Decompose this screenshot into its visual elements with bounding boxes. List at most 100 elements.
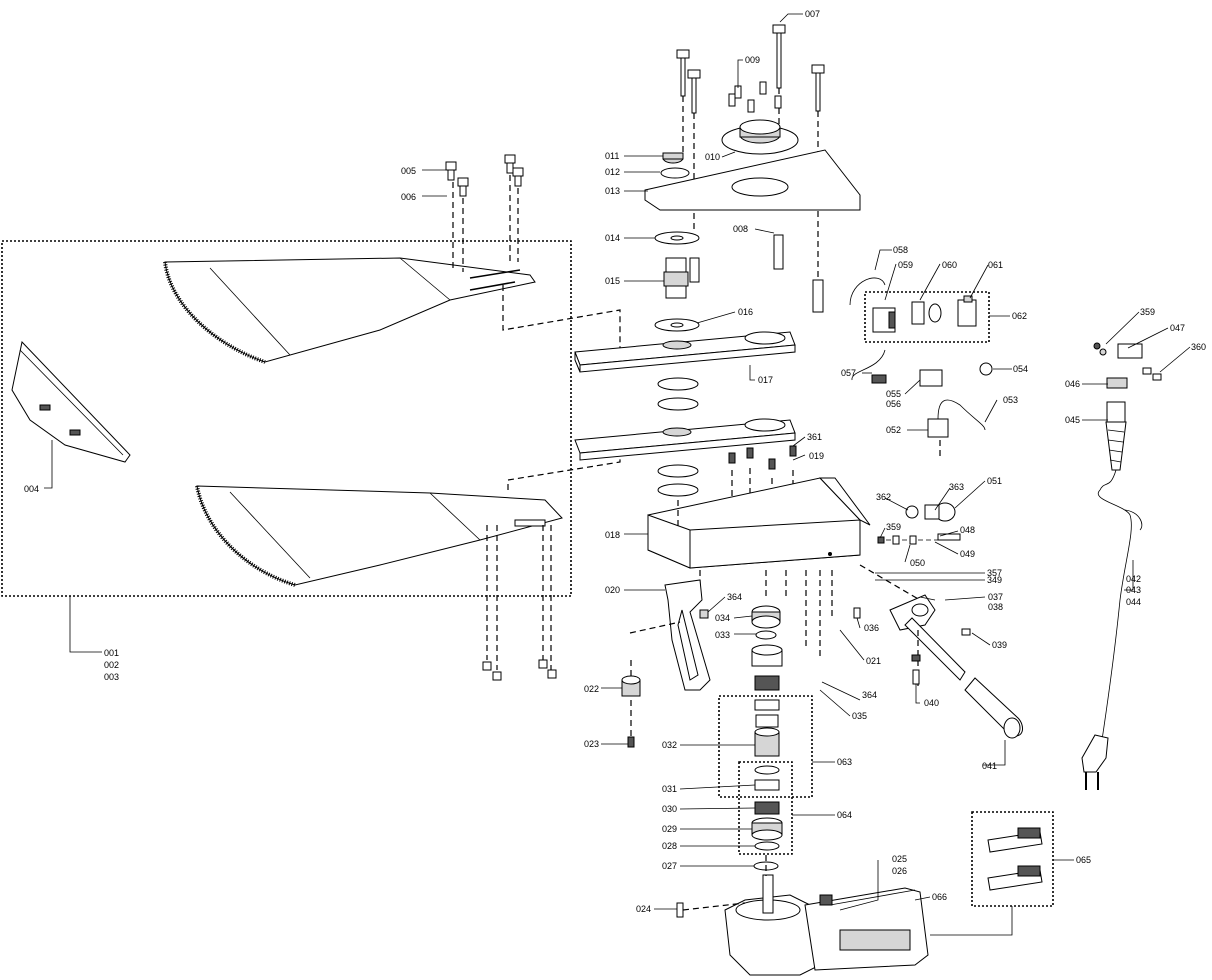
label-045: 045: [1065, 415, 1080, 425]
handle-020: [664, 579, 711, 691]
switch-059: [872, 307, 896, 333]
plate-017: [574, 331, 796, 373]
label-038: 038: [988, 602, 1003, 612]
label-011: 011: [605, 151, 619, 161]
washer-016: [654, 318, 700, 332]
label-006: 006: [401, 192, 416, 202]
label-052: 052: [886, 425, 901, 435]
carbon-brushes: [987, 827, 1043, 891]
grip-041: [964, 677, 1023, 739]
cable-058: [849, 277, 886, 306]
washers-middle: [657, 377, 699, 411]
label-014: 014: [605, 233, 620, 243]
label-012: 012: [605, 167, 620, 177]
label-054: 054: [1013, 364, 1028, 374]
label-040: 040: [924, 698, 939, 708]
bearing-029: [751, 817, 783, 841]
bush-032: [754, 699, 780, 757]
lower-blade: [195, 485, 563, 587]
label-047: 047: [1170, 323, 1185, 333]
label-349: 349: [987, 575, 1002, 585]
cord-guard-045: [1105, 401, 1127, 471]
label-058: 058: [893, 245, 908, 255]
label-050: 050: [910, 558, 925, 568]
upper-blade: [163, 257, 536, 364]
brush-box-065: [971, 811, 1054, 907]
motor-066: [724, 874, 929, 976]
label-363: 363: [949, 482, 964, 492]
blade-assembly-box: [1, 240, 572, 597]
flange-010: [721, 119, 799, 155]
nut-011: [662, 152, 684, 164]
frame-dashes: [677, 500, 833, 660]
label-010: 010: [705, 152, 720, 162]
label-026: 026: [892, 866, 907, 876]
label-043: 043: [1126, 585, 1141, 595]
shaft-015: [663, 257, 689, 299]
label-009: 009: [745, 55, 760, 65]
label-046: 046: [1065, 379, 1080, 389]
label-028: 028: [662, 841, 677, 851]
label-002: 002: [104, 660, 119, 670]
label-359b: 359: [1140, 307, 1155, 317]
label-030: 030: [662, 804, 677, 814]
nut-022: [621, 675, 641, 697]
cord-parts-top: [1093, 342, 1162, 389]
bearing-stack-upper: [751, 644, 783, 691]
label-053: 053: [1003, 395, 1018, 405]
label-031: 031: [662, 784, 677, 794]
small-parts-048-050: [877, 533, 961, 545]
label-364a: 364: [727, 592, 742, 602]
switch-knob-051: [905, 502, 956, 522]
label-357: 357: [987, 568, 1002, 578]
label-364b: 364: [862, 690, 877, 700]
leader-lines: [44, 13, 1191, 936]
label-016: 016: [738, 307, 753, 317]
label-360: 360: [1191, 342, 1206, 352]
blade-screws-top: [445, 154, 524, 272]
label-359a: 359: [886, 522, 901, 532]
spacers-008: [689, 234, 824, 313]
label-013: 013: [605, 186, 620, 196]
top-plate-013: [644, 149, 861, 211]
pin-024: [676, 902, 684, 918]
switch-cap-061: [957, 295, 977, 327]
label-034: 034: [715, 613, 730, 623]
label-001: 001: [104, 648, 119, 658]
label-005: 005: [401, 166, 416, 176]
label-059: 059: [898, 260, 913, 270]
label-032: 032: [662, 740, 677, 750]
capacitor-052: [927, 399, 986, 438]
screw-023: [627, 736, 635, 748]
label-021: 021: [866, 656, 881, 666]
blade-guard: [11, 340, 131, 463]
bracket-037: [889, 594, 936, 631]
label-004: 004: [24, 484, 39, 494]
label-039: 039: [992, 640, 1007, 650]
switch-055: [919, 369, 943, 387]
label-023: 023: [584, 739, 599, 749]
label-007: 007: [805, 9, 820, 19]
cable-057: [851, 349, 887, 384]
label-022: 022: [584, 684, 599, 694]
label-060: 060: [942, 260, 957, 270]
switch-parts-060: [911, 301, 942, 325]
label-051: 051: [987, 476, 1002, 486]
label-003: 003: [104, 672, 119, 682]
label-029: 029: [662, 824, 677, 834]
label-036: 036: [864, 623, 879, 633]
label-033: 033: [715, 630, 730, 640]
label-037: 037: [988, 592, 1003, 602]
knob-054: [979, 362, 993, 376]
washers-lower: [657, 464, 699, 497]
label-065: 065: [1076, 855, 1091, 865]
frame-018: [647, 477, 871, 569]
label-008: 008: [733, 224, 748, 234]
washer-014: [654, 231, 700, 245]
bearing-034: [751, 605, 781, 629]
label-055: 055: [886, 389, 901, 399]
label-063: 063: [837, 757, 852, 767]
cable-042: [1097, 469, 1143, 741]
label-061: 061: [988, 260, 1003, 270]
needle-bearing-030: [754, 801, 780, 815]
